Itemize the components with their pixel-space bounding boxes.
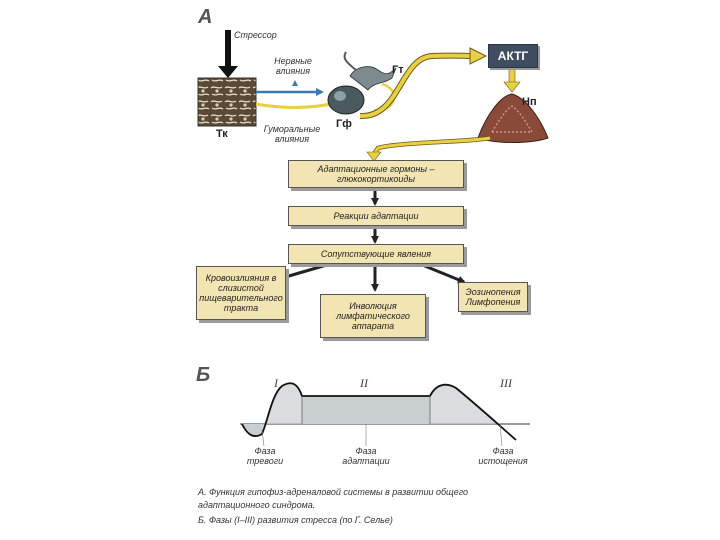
phase-number-2: II xyxy=(360,376,368,390)
stress-phase-graph xyxy=(240,382,530,447)
nerve-small-arrow-icon xyxy=(292,80,298,86)
eosinopenia-box: Эозинопения Лимфопения xyxy=(458,282,528,312)
reactions-box: Реакции адаптации xyxy=(288,206,464,226)
adrenal-to-hormones-arrow xyxy=(366,135,491,162)
phase-number-1: I xyxy=(274,376,278,390)
panel-b-letter: Б xyxy=(196,364,211,386)
panel-a-letter: А xyxy=(198,6,213,28)
phase-label-exhaustion: Фаза истощения xyxy=(478,446,528,466)
gt-label: Гт xyxy=(392,64,404,76)
phase-label-adaptation: Фаза адаптации xyxy=(342,446,390,466)
caption-b: Б. Фазы (I–III) развития стресса (по Г. … xyxy=(198,515,393,525)
phase-number-3: III xyxy=(500,376,512,390)
adrenal-gland-icon xyxy=(477,93,549,143)
concomitant-box: Сопутствующие явления xyxy=(288,244,464,264)
arrow-to-hemorrhages xyxy=(280,262,331,281)
phase-label-alarm: Фаза тревоги xyxy=(246,446,284,466)
involution-box: Инволюция лимфатического аппарата xyxy=(320,294,426,338)
stressor-arrow xyxy=(218,30,238,78)
tk-label: Тк xyxy=(216,128,228,140)
aktg-to-adrenal-arrow xyxy=(503,67,521,93)
gf-label: Гф xyxy=(336,118,352,130)
caption-a: А. Функция гипофиз-адреналовой системы в… xyxy=(198,487,469,510)
hemorrhages-box: Кровоизлияния в слизистой пищеварительно… xyxy=(196,266,286,320)
hormones-box: Адаптационные гормоны – глюкокортикоиды xyxy=(288,160,464,188)
pituitary-icon xyxy=(327,51,397,115)
humoral-influences-label: Гуморальные влияния xyxy=(263,124,321,144)
np-label: Нп xyxy=(522,96,537,108)
pituitary-to-aktg-arrow xyxy=(359,47,488,120)
arrow-to-eosinopenia xyxy=(419,262,466,284)
nerve-influences-label: Нервные влияния xyxy=(274,56,312,76)
stressor-label: Стрессор xyxy=(234,30,277,40)
tissue-image xyxy=(197,77,257,127)
aktg-box: АКТГ xyxy=(488,44,538,68)
